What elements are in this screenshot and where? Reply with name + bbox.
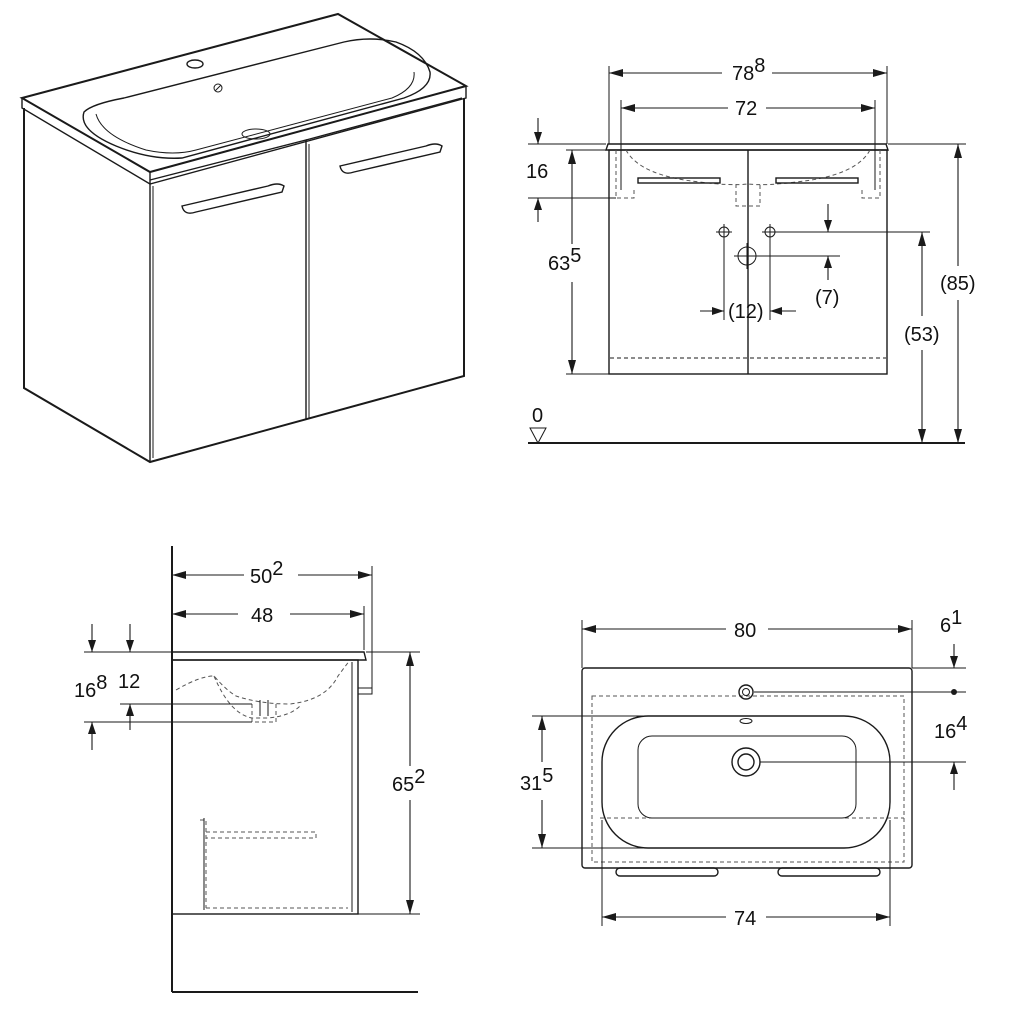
dim-edge-offset: 61 xyxy=(940,607,962,637)
dim-bowl-depth: 315 xyxy=(520,765,553,795)
dim-cabinet-width: 74 xyxy=(734,908,756,930)
dim-drain-height: (53) xyxy=(904,324,940,346)
floor-level-label: 0 xyxy=(532,405,543,427)
dim-drain-spacing: (12) xyxy=(728,301,764,323)
dim-depth-outer: 502 xyxy=(250,558,283,588)
dim-total-height: (85) xyxy=(940,273,976,295)
front-view: 788 72 16 635 (85) (53) (12) (7) 0 xyxy=(526,55,976,445)
dim-top-width: 80 xyxy=(734,620,756,642)
top-view: 80 61 164 315 74 xyxy=(520,607,967,930)
dim-basin-offset: 12 xyxy=(118,671,140,693)
tap-hole-icon xyxy=(738,684,754,700)
isometric-view xyxy=(19,12,469,464)
water-connection-right-icon xyxy=(762,224,778,240)
drain-icon xyxy=(731,747,761,777)
dim-basin-depth: 168 xyxy=(74,672,107,702)
dim-tap-to-drain: 164 xyxy=(934,713,967,743)
dim-top-offset: 16 xyxy=(526,161,548,183)
water-connection-left-icon xyxy=(716,224,732,240)
dim-width-outer: 788 xyxy=(732,55,765,85)
dim-width-inner: 72 xyxy=(735,98,757,120)
side-view: 502 48 168 12 652 xyxy=(74,546,425,993)
dim-side-height: 652 xyxy=(392,766,425,796)
dim-cabinet-height: 635 xyxy=(548,245,581,275)
dim-depth-inner: 48 xyxy=(251,605,273,627)
dim-drain-offset: (7) xyxy=(815,287,839,309)
